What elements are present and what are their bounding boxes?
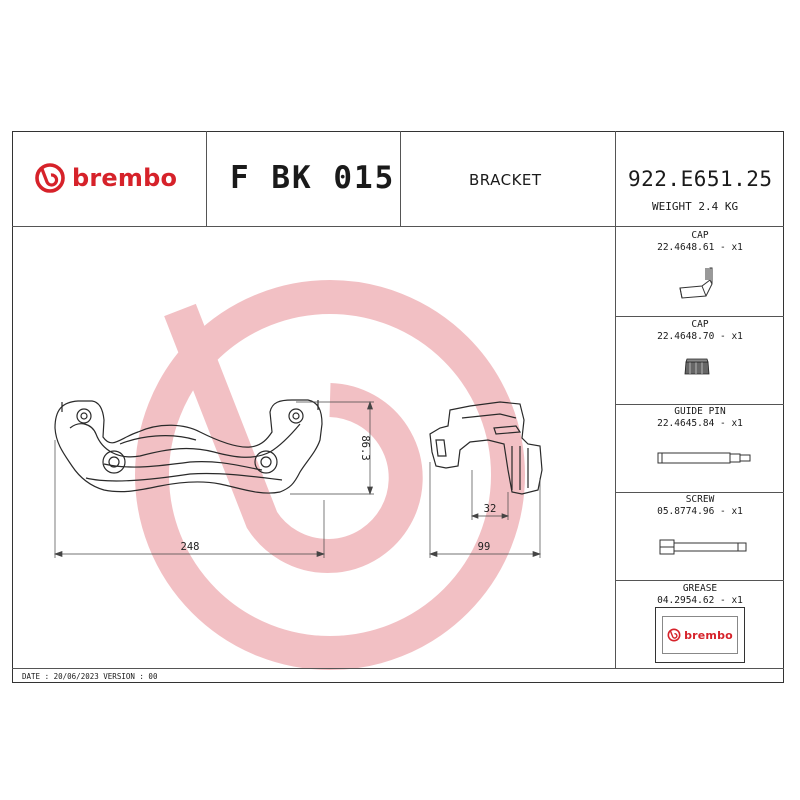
footer-date-version: DATE : 20/06/2023 VERSION : 00 — [22, 672, 158, 681]
cap-nut-icon — [684, 358, 710, 375]
component-1-ref: 22.4648.61 - x1 — [657, 242, 743, 253]
brand-logo: brembo — [34, 162, 177, 194]
drawing-sheet — [12, 131, 784, 683]
brand-name: brembo — [72, 164, 178, 192]
component-3-name: GUIDE PIN — [674, 406, 726, 417]
dim-offset-label: 32 — [484, 503, 497, 515]
components-divider-3 — [615, 492, 784, 493]
component-5-ref: 04.2954.62 - x1 — [657, 595, 743, 606]
grease-label: brembo — [662, 616, 738, 654]
components-divider-2 — [615, 404, 784, 405]
footer-divider — [12, 668, 784, 669]
bracket-front-view — [54, 399, 323, 494]
brembo-logo-icon — [35, 163, 65, 193]
product-type: BRACKET — [469, 171, 542, 189]
components-divider-1 — [615, 316, 784, 317]
component-2-name: CAP — [691, 319, 709, 330]
header-divider — [12, 226, 784, 227]
grease-box-icon: brembo — [655, 607, 745, 663]
component-1-name: CAP — [691, 230, 709, 241]
weight-label: WEIGHT 2.4 KG — [652, 200, 739, 213]
vertical-divider-1 — [206, 131, 207, 227]
screw-icon — [659, 539, 747, 555]
guide-pin-icon — [657, 452, 751, 464]
vertical-divider-2 — [400, 131, 401, 227]
component-4-ref: 05.8774.96 - x1 — [657, 506, 743, 517]
components-divider-4 — [615, 580, 784, 581]
part-number: 922.E651.25 — [628, 167, 773, 191]
dim-width-front-label: 248 — [181, 541, 200, 553]
dim-height-label: 86.3 — [359, 435, 371, 460]
brembo-logo-icon — [667, 628, 681, 642]
grease-brand-name: brembo — [684, 628, 733, 642]
component-3-ref: 22.4645.84 - x1 — [657, 418, 743, 429]
component-2-ref: 22.4648.70 - x1 — [657, 331, 743, 342]
bracket-side-view — [429, 401, 543, 495]
dimension-lines — [53, 400, 542, 558]
dim-width-side-label: 99 — [478, 541, 491, 553]
component-4-name: SCREW — [685, 494, 715, 505]
vertical-divider-3 — [615, 131, 616, 669]
product-code: F BK 015 — [230, 160, 396, 196]
component-5-name: GREASE — [682, 583, 718, 594]
cap-bracket-icon — [679, 267, 713, 299]
